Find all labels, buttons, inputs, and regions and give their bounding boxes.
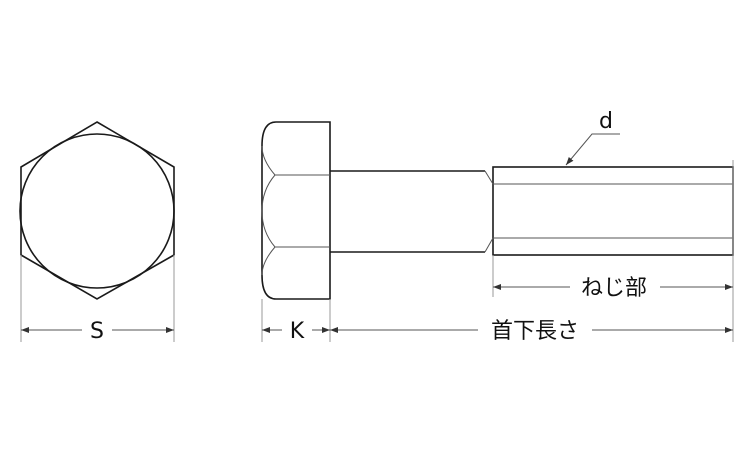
- label-length-under-head: 首下長さ: [491, 319, 579, 344]
- label-thread-length: ねじ部: [581, 276, 647, 301]
- shank: [330, 170, 485, 253]
- bolt-front-view: [19, 121, 175, 300]
- dimension-thread-length: ねじ部: [493, 276, 733, 301]
- thread-root-lines: [484, 170, 733, 253]
- extension-lines: [20, 160, 734, 342]
- label-k: K: [290, 319, 305, 344]
- dimension-s: S: [21, 319, 174, 344]
- bearing-circle: [19, 133, 175, 289]
- label-d: d: [599, 109, 613, 134]
- head-faces: [261, 145, 330, 276]
- dimension-d: d: [565, 109, 620, 166]
- label-s: S: [90, 319, 104, 344]
- thread-section: [492, 166, 734, 256]
- dimension-length-under-head: 首下長さ: [330, 319, 733, 344]
- bolt-side-view: [261, 121, 734, 300]
- hex-outline: [20, 121, 175, 300]
- head-outline: [261, 121, 331, 300]
- dimension-k: K: [262, 319, 330, 344]
